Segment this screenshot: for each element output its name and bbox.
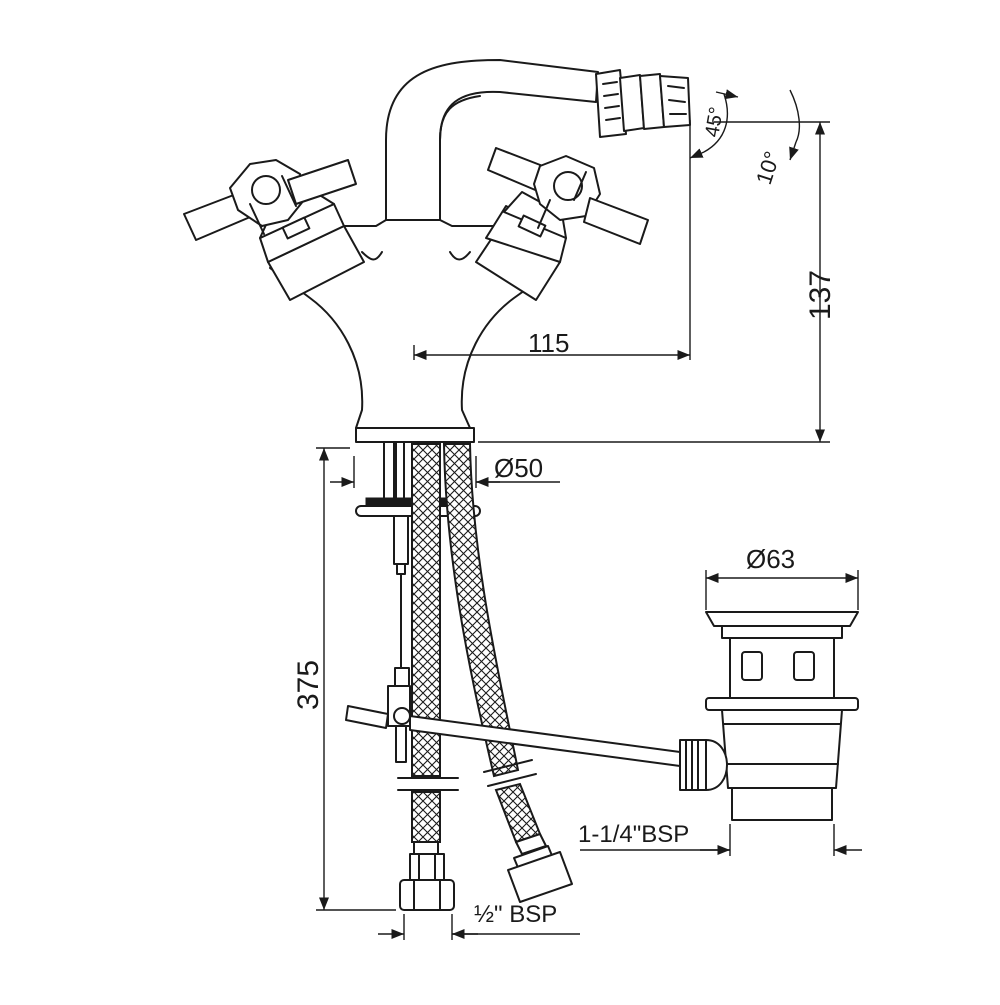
tail-thread-label: ½" BSP [474,901,557,928]
base-plate [355,427,475,443]
right-cross-handle[interactable] [487,147,649,245]
aerator-nozzle [595,69,691,138]
height-label: 137 [804,270,837,320]
pipe-length-label: 375 [292,660,325,710]
dimension-lines [316,89,862,940]
angle-up-label: 45° [701,105,728,139]
angle-down-label: 10° [751,148,785,187]
waste-thread-label: 1-1/4"BSP [578,821,689,848]
left-flex-hose [397,443,459,911]
base-diameter-label: Ø50 [494,453,543,483]
popup-link-rod [345,705,707,791]
right-valve [475,191,567,301]
right-flex-hose [442,443,573,903]
popup-waste [705,611,859,821]
reach-label: 115 [528,328,569,358]
left-cross-handle[interactable] [183,159,357,241]
under-deck-assembly [345,441,859,911]
faucet-body [183,59,691,443]
waste-diameter-label: Ø63 [746,544,795,574]
